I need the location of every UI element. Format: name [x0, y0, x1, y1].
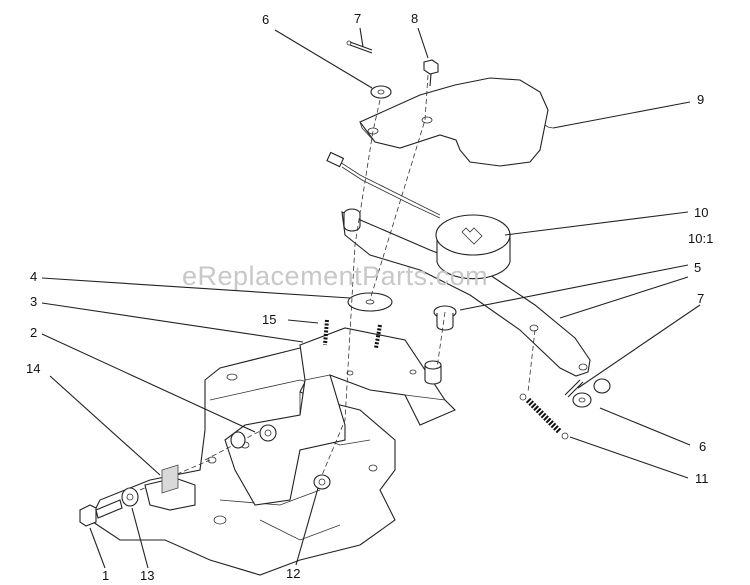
callout-11: 11	[695, 471, 709, 486]
callout-6-top: 6	[262, 12, 269, 27]
nut	[230, 424, 277, 449]
callout-1: 1	[102, 568, 109, 583]
watermark-text: eReplacementParts.com	[182, 261, 488, 291]
wire-harness	[326, 151, 441, 219]
callout-3: 3	[30, 294, 37, 309]
cotter-pin-top	[346, 40, 373, 54]
switch-assembly	[435, 214, 511, 280]
callout-10: 10	[694, 205, 708, 220]
callout-15: 15	[262, 312, 276, 327]
callout-6-right: 6	[699, 439, 706, 454]
clamp-block	[144, 464, 196, 511]
washer	[347, 292, 393, 312]
callout-10-1: 10:1	[688, 231, 713, 246]
screw-top	[423, 59, 439, 87]
callout-7-right: 7	[697, 291, 704, 306]
callout-14: 14	[26, 361, 40, 376]
callout-2: 2	[30, 325, 37, 340]
nut-bottom	[313, 474, 331, 490]
washer-bottom	[121, 487, 139, 507]
bolt	[79, 499, 123, 527]
callout-13: 13	[140, 568, 154, 583]
washer-top	[370, 85, 392, 99]
leader-lines	[41, 27, 701, 569]
callout-12: 12	[286, 566, 300, 581]
control-bracket	[207, 327, 456, 506]
callout-7-top: 7	[354, 11, 361, 26]
callout-9: 9	[697, 92, 704, 107]
callout-8: 8	[411, 11, 418, 26]
spring	[519, 393, 569, 440]
callout-4: 4	[30, 269, 37, 284]
cotter-pin-right	[564, 379, 584, 398]
roll-pins	[323, 319, 382, 349]
callout-labels: 6 7 8 9 10 10:1 5 7 4 3 15 2 14 6 11 1 1…	[26, 11, 713, 583]
callout-5: 5	[694, 260, 701, 275]
cover-plate	[359, 77, 554, 167]
washer-right	[572, 378, 611, 408]
